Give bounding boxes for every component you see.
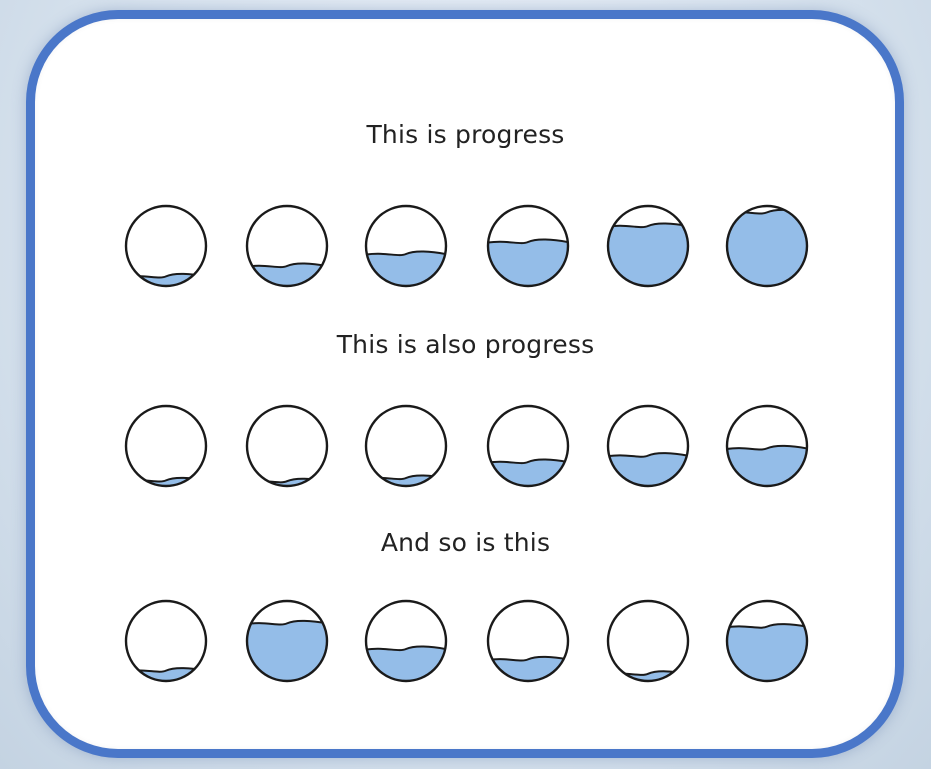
water-fill (243, 621, 331, 687)
water-fill (484, 657, 572, 687)
water-fill (604, 224, 692, 292)
circle-outline (126, 601, 206, 681)
circle-outline (126, 206, 206, 286)
progress-circle (723, 206, 811, 292)
water-surface (243, 479, 331, 483)
circle-outline (366, 406, 446, 486)
progress-circle (243, 406, 331, 492)
water-fill (723, 624, 811, 687)
water-surface (604, 671, 692, 675)
water-surface (122, 668, 210, 672)
progress-circle (604, 601, 692, 687)
progress-circle (484, 601, 572, 687)
progress-circle (122, 601, 210, 687)
circle-outline (247, 406, 327, 486)
progress-circle (243, 206, 331, 292)
circle-outline (126, 406, 206, 486)
progress-circle (484, 206, 572, 292)
progress-circle (362, 406, 450, 492)
progress-circle (243, 601, 331, 687)
progress-circle (604, 206, 692, 292)
progress-circle (484, 406, 572, 492)
progress-circle (122, 406, 210, 492)
water-surface (723, 210, 811, 214)
progress-circle (362, 601, 450, 687)
progress-circle (604, 406, 692, 492)
progress-circle (362, 206, 450, 292)
water-surface (362, 476, 450, 480)
progress-circle (122, 206, 210, 292)
progress-circle (723, 406, 811, 492)
progress-circle (723, 601, 811, 687)
water-fill (484, 240, 572, 292)
circle-outline (608, 601, 688, 681)
water-surface (122, 274, 210, 278)
water-surface (122, 478, 210, 482)
water-fill (243, 264, 331, 292)
